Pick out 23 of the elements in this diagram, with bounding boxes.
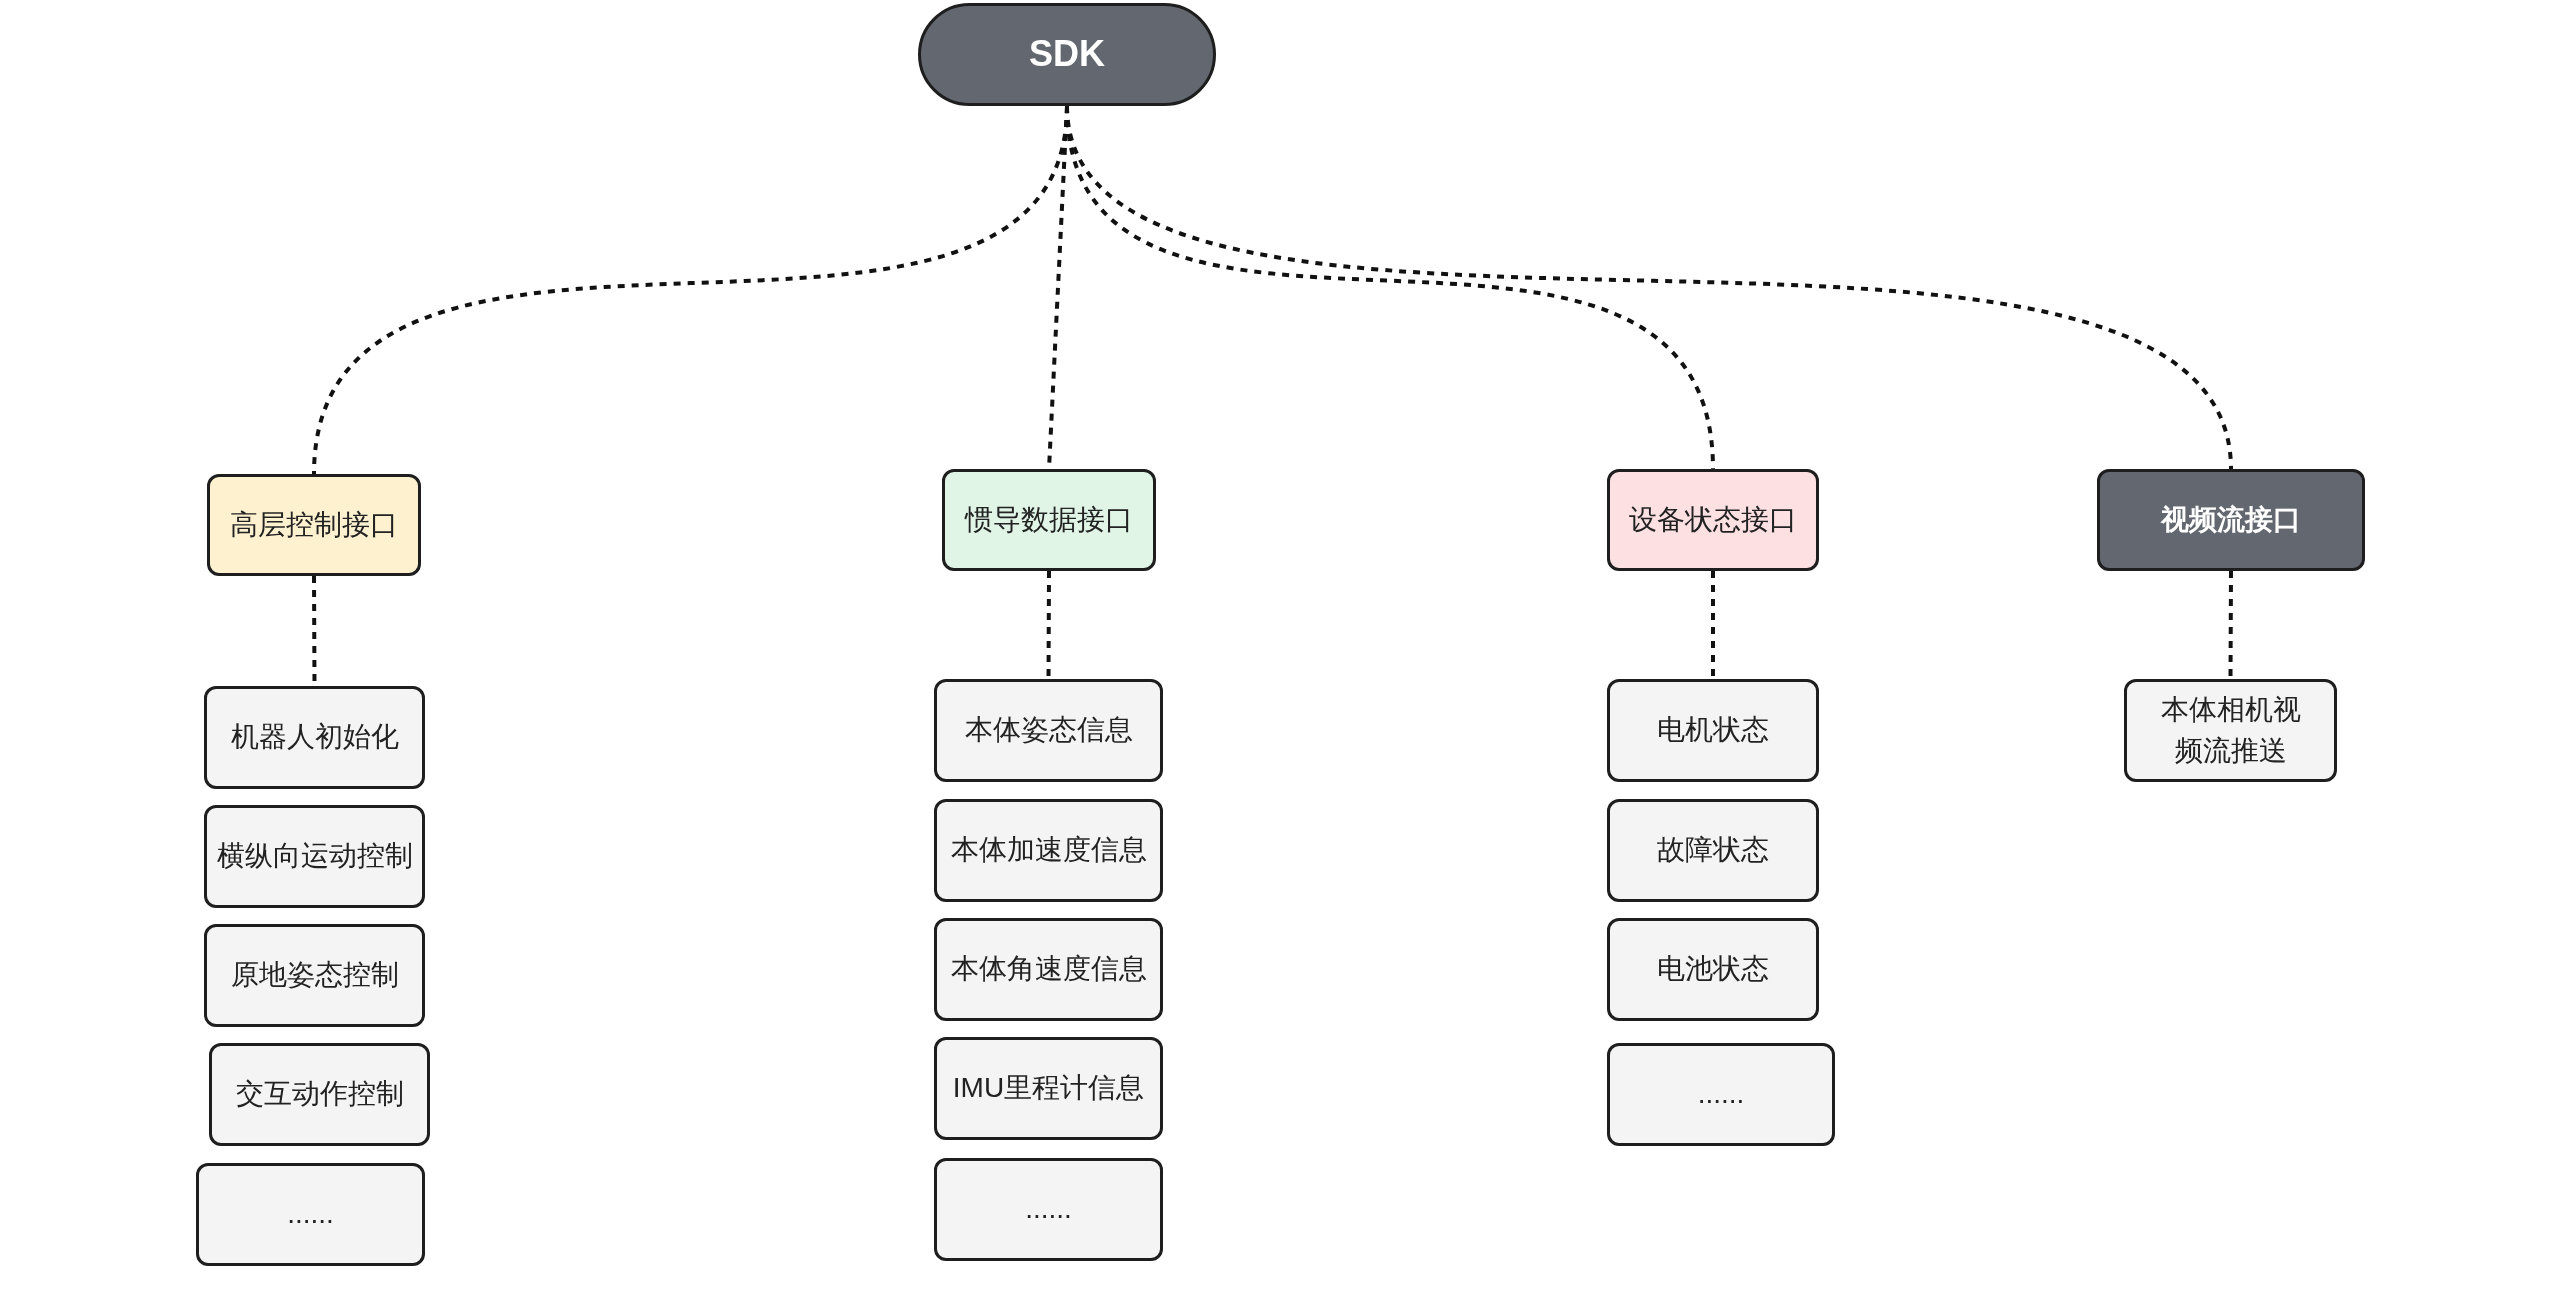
- item-box: 故障状态: [1607, 799, 1819, 902]
- item-box: ......: [934, 1158, 1163, 1261]
- category-box: 惯导数据接口: [942, 469, 1156, 571]
- item-box: ......: [1607, 1043, 1835, 1146]
- item-box: 电池状态: [1607, 918, 1819, 1021]
- item-box: 交互动作控制: [209, 1043, 430, 1146]
- item-box: 横纵向运动控制: [204, 805, 425, 908]
- item-box: 本体姿态信息: [934, 679, 1163, 782]
- connector-line: [2228, 571, 2233, 679]
- category-box: 视频流接口: [2097, 469, 2365, 571]
- item-box: ......: [196, 1163, 425, 1266]
- root-pill: SDK: [918, 3, 1216, 106]
- item-box: 本体相机视频流推送: [2124, 679, 2337, 782]
- connector-line: [1046, 571, 1051, 679]
- item-box: 本体角速度信息: [934, 918, 1163, 1021]
- item-box: 机器人初始化: [204, 686, 425, 789]
- connector-line: [1711, 571, 1715, 679]
- item-box: IMU里程计信息: [934, 1037, 1163, 1140]
- item-box: 电机状态: [1607, 679, 1819, 782]
- item-box: 原地姿态控制: [204, 924, 425, 1027]
- category-box: 高层控制接口: [207, 474, 421, 576]
- item-box: 本体加速度信息: [934, 799, 1163, 902]
- category-box: 设备状态接口: [1607, 469, 1819, 571]
